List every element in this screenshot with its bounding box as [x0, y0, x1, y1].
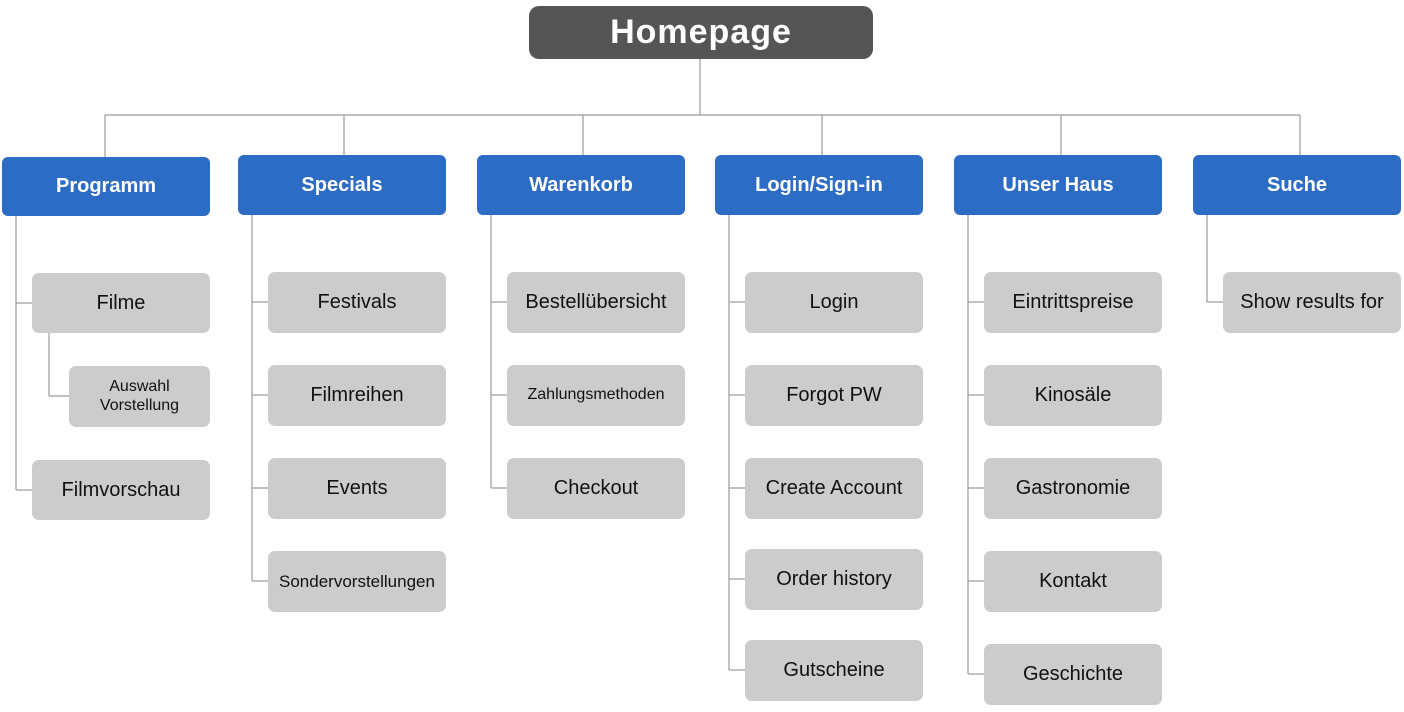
page-events: Events	[268, 458, 446, 519]
page-geschichte: Geschichte	[984, 644, 1162, 705]
section-programm: Programm	[2, 157, 210, 216]
page-eintrittspreise: Eintrittspreise	[984, 272, 1162, 333]
page-filmreihen: Filmreihen	[268, 365, 446, 426]
page-zahlungsmethoden: Zahlungsmethoden	[507, 365, 685, 426]
homepage-node: Homepage	[529, 6, 873, 59]
page-bestelluebersicht: Bestellübersicht	[507, 272, 685, 333]
page-order-history: Order history	[745, 549, 923, 610]
section-unser-haus: Unser Haus	[954, 155, 1162, 215]
page-kinosaele: Kinosäle	[984, 365, 1162, 426]
page-sondervorstellungen: Sondervorstellungen	[268, 551, 446, 612]
page-checkout: Checkout	[507, 458, 685, 519]
page-create-account: Create Account	[745, 458, 923, 519]
section-suche: Suche	[1193, 155, 1401, 215]
page-gutscheine: Gutscheine	[745, 640, 923, 701]
page-filme: Filme	[32, 273, 210, 333]
page-show-results-for: Show results for	[1223, 272, 1401, 333]
page-festivals: Festivals	[268, 272, 446, 333]
section-warenkorb: Warenkorb	[477, 155, 685, 215]
page-gastronomie: Gastronomie	[984, 458, 1162, 519]
page-login: Login	[745, 272, 923, 333]
page-kontakt: Kontakt	[984, 551, 1162, 612]
page-filmvorschau: Filmvorschau	[32, 460, 210, 520]
page-auswahl-vorstellung: Auswahl Vorstellung	[69, 366, 210, 427]
section-specials: Specials	[238, 155, 446, 215]
page-forgot-pw: Forgot PW	[745, 365, 923, 426]
section-login-sign-in: Login/Sign-in	[715, 155, 923, 215]
